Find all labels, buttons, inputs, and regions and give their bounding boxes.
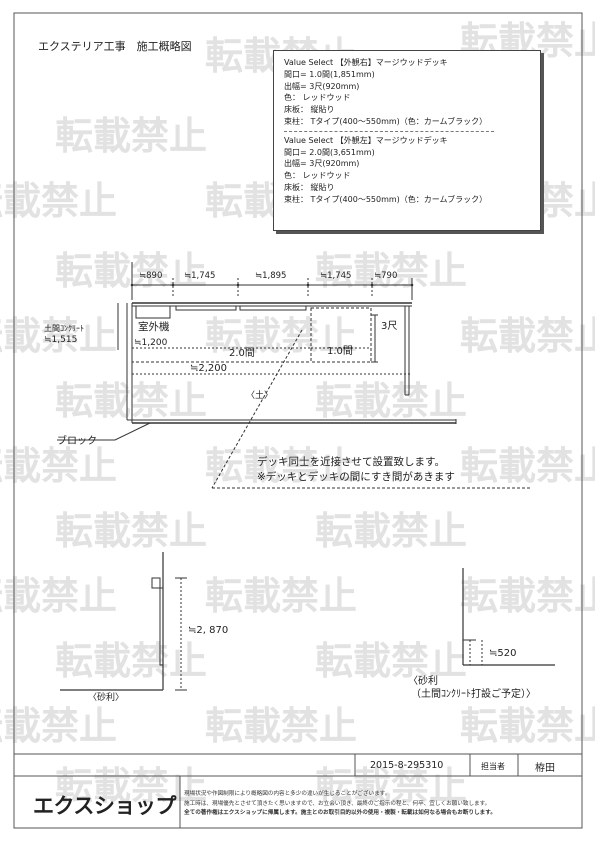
- page-title: エクステリア工事 施工概略図: [38, 40, 192, 53]
- dim-790: ≒790: [374, 271, 398, 281]
- spec-box: Value Select 【外観右】マージウッドデッキ 間口= 1.0間(1,8…: [273, 50, 541, 231]
- watermark-text: 転載禁止: [460, 314, 595, 358]
- dim-1745-a: ≒1,745: [184, 271, 216, 281]
- watermark-text: 転載禁止: [460, 574, 595, 618]
- spec1-post: 束柱： Tタイプ(400～550mm)（色：カームブラック）: [284, 116, 488, 126]
- spec1-floor: 床板： 縦貼り: [284, 105, 335, 115]
- note-line-1: デッキ同士を近接させて設置致します。: [257, 456, 445, 468]
- watermark-text: 転載禁止: [0, 704, 118, 748]
- watermark-text: 転載禁止: [460, 704, 595, 748]
- watermark-text: 転載禁止: [460, 444, 595, 488]
- spec2-color: 色： レッドウッド: [284, 171, 351, 181]
- outdoor-unit-label: 室外機: [138, 321, 170, 333]
- dim-1200: ≒1,200: [134, 338, 168, 348]
- watermark-text: 転載禁止: [205, 704, 358, 748]
- spec2-depth: 出幅= 3尺(920mm): [284, 159, 360, 169]
- block-label: ブロック: [57, 436, 97, 447]
- dim-2200: ≒2,200: [190, 363, 228, 374]
- footer-note-2: 施工時は、現場優先とさせて頂きたく思いますので、お立会い頂き、最終のご指示の程と…: [184, 800, 491, 807]
- outdoor-unit-box: [135, 305, 171, 319]
- section-left-height: ≒2, 870: [188, 625, 229, 636]
- watermark-text: 転載禁止: [315, 764, 468, 808]
- spec1-frontage: 間口= 1.0間(1,851mm): [284, 69, 375, 79]
- spec1-color: 色： レッドウッド: [284, 93, 351, 103]
- spec2-header: Value Select 【外観左】マージウッドデッキ: [284, 135, 448, 145]
- section-right-ground-2: （土間ｺﾝｸﾘｰﾄ打設ご予定）〉: [411, 689, 536, 700]
- deck-left-outline: [131, 336, 310, 363]
- watermark-text: 転載禁止: [0, 444, 118, 488]
- watermark-text: 転載禁止: [55, 639, 208, 683]
- doma-value: ≒1,515: [44, 335, 78, 345]
- watermark-text: 転載禁止: [55, 114, 208, 158]
- spec-separator: [284, 130, 494, 133]
- deck-depth-label: 3尺: [381, 321, 398, 332]
- deck-left-width: 2.0間: [229, 348, 255, 359]
- watermark-text: 転載禁止: [55, 509, 208, 553]
- doc-number: 2015-8-295310: [370, 760, 444, 771]
- watermark-text: 転載禁止: [55, 764, 208, 808]
- spec1-header: Value Select 【外観右】マージウッドデッキ: [284, 58, 448, 67]
- watermark-text: 転載禁止: [0, 179, 118, 223]
- section-right-height: ≒520: [489, 648, 517, 659]
- spec1-depth: 出幅= 3尺(920mm): [284, 81, 360, 91]
- person-name: 栫田: [535, 763, 555, 774]
- person-label: 担当者: [481, 762, 505, 771]
- spec2-post: 束柱： Tタイプ(400～550mm)（色：カームブラック）: [284, 194, 488, 204]
- spec2-floor: 床板： 縦貼り: [284, 182, 335, 192]
- section-left-ground: 〈砂利〉: [88, 693, 125, 703]
- footer-note-1: 現場状況や作図制限により概略図の内容と多少の違いが生じることがございます。: [184, 791, 391, 797]
- note-line-2: ※デッキとデッキの間にすき間があきます: [257, 471, 455, 483]
- watermark-text: 転載禁止: [205, 314, 358, 358]
- section-right-ground-1: 〈砂利: [408, 676, 438, 687]
- watermark-text: 転載禁止: [205, 574, 358, 618]
- deck-right-outline: [310, 307, 372, 363]
- watermark-text: 転載禁止: [315, 249, 468, 293]
- deck-right-width: 1.0間: [327, 346, 353, 357]
- dim-1745-b: ≒1,745: [320, 271, 352, 281]
- spec2-frontage: 間口= 2.0間(3,651mm): [284, 147, 375, 157]
- footer-notes: 現場状況や作図制限により概略図の内容と多少の違いが生じることがございます。 施工…: [184, 790, 496, 819]
- watermark-text: 転載禁止: [55, 379, 208, 423]
- doma-label: 土間ｺﾝｸﾘｰﾄ: [44, 324, 84, 333]
- footer-note-3: 全ての著作権はエクスショップに帰属します。施主とのお取引目的以外の使用・複製・転…: [184, 810, 496, 817]
- block-leader: [57, 422, 151, 441]
- dim-890: ≒890: [139, 271, 163, 281]
- watermark-text: 転載禁止: [0, 574, 118, 618]
- footer-border: [13, 753, 583, 829]
- company-logo: エクスショップ: [33, 794, 176, 818]
- dim-1895: ≒1,895: [255, 271, 287, 281]
- watermark-text: 転載禁止: [315, 509, 468, 553]
- watermark-text: 転載禁止: [315, 639, 468, 683]
- soil-label: 〈土〉: [246, 391, 274, 401]
- watermark-text: 転載禁止: [0, 314, 118, 358]
- watermark-text: 転載禁止: [315, 379, 468, 423]
- watermark-text: 転載禁止: [205, 444, 358, 488]
